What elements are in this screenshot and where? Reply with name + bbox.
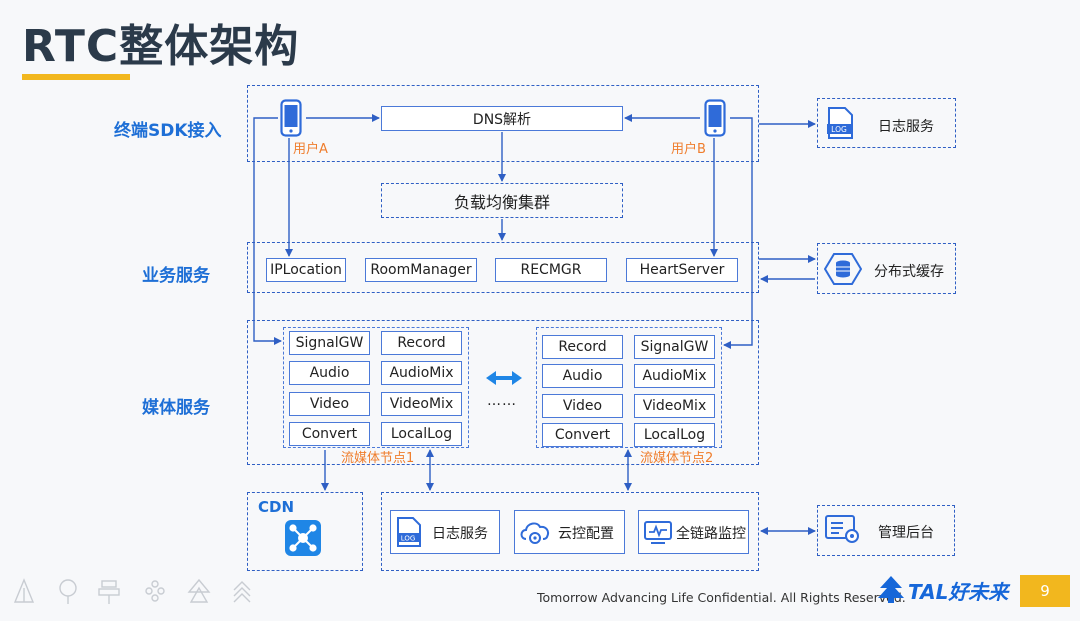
row-label-terminal: 终端SDK接入 — [114, 121, 222, 141]
node2-cell: Video — [542, 394, 623, 418]
cdn-frame — [247, 492, 363, 571]
node1-cell: VideoMix — [381, 392, 462, 416]
log-file-icon: LOG — [827, 107, 853, 139]
service-heartserver: HeartServer — [626, 258, 738, 282]
page-title: RTC整体架构 — [22, 21, 300, 72]
media-node-1-label: 流媒体节点1 — [341, 451, 415, 466]
side-admin-label: 管理后台 — [878, 525, 934, 541]
tal-logo-icon — [878, 576, 904, 603]
ops-monitor-label: 全链路监控 — [676, 526, 746, 542]
node2-cell: VideoMix — [634, 394, 715, 418]
user-a-label: 用户A — [293, 142, 328, 157]
footer-text: Tomorrow Advancing Life Confidential. Al… — [537, 590, 906, 605]
side-cache-label: 分布式缓存 — [874, 264, 944, 280]
admin-console-icon — [825, 515, 859, 543]
media-node-2 — [536, 327, 722, 448]
media-node-1 — [283, 327, 469, 448]
ops-frame — [381, 492, 759, 571]
business-frame — [247, 242, 759, 293]
brand-logo-text: TAL好未来 — [908, 580, 1009, 604]
decorative-footer-icons — [13, 578, 251, 604]
node2-cell: Audio — [542, 364, 623, 388]
database-icon — [824, 253, 862, 285]
node2-cell: LocalLog — [634, 423, 715, 447]
dns-box: DNS解析 — [381, 106, 623, 131]
node2-cell: Record — [542, 335, 623, 359]
load-balancer-box: 负载均衡集群 — [381, 183, 623, 218]
ops-cloud-box — [514, 510, 625, 554]
ops-log-label: 日志服务 — [432, 526, 488, 542]
node2-cell: SignalGW — [634, 335, 715, 359]
node1-cell: SignalGW — [289, 331, 370, 355]
node1-cell: Record — [381, 331, 462, 355]
row-label-media: 媒体服务 — [142, 398, 210, 418]
double-arrow-icon — [486, 371, 522, 385]
cdn-network-icon — [285, 520, 321, 556]
title-underline — [22, 74, 130, 80]
row-label-business: 业务服务 — [142, 266, 210, 286]
node1-cell: Audio — [289, 361, 370, 385]
media-frame — [247, 320, 759, 465]
node2-cell: Convert — [542, 423, 623, 447]
node2-cell: AudioMix — [634, 364, 715, 388]
svg-text:LOG: LOG — [831, 125, 847, 134]
terminal-frame — [247, 85, 759, 162]
service-iplocation: IPLocation — [266, 258, 346, 282]
media-node-2-label: 流媒体节点2 — [640, 451, 714, 466]
ops-cloud-label: 云控配置 — [558, 526, 614, 542]
service-recmgr: RECMGR — [495, 258, 607, 282]
nodes-ellipsis: …… — [487, 393, 517, 409]
node1-cell: Video — [289, 392, 370, 416]
cloud-gear-icon — [520, 522, 550, 544]
phone-icon-user-b — [704, 99, 726, 137]
phone-icon-user-a — [280, 99, 302, 137]
log-file-icon: LOG — [397, 517, 421, 547]
service-roommanager: RoomManager — [365, 258, 477, 282]
side-admin-frame — [817, 505, 955, 556]
svg-text:LOG: LOG — [401, 535, 416, 543]
cdn-label: CDN — [258, 498, 295, 516]
side-cache-frame — [817, 243, 956, 294]
monitor-icon — [644, 521, 672, 544]
node1-cell: LocalLog — [381, 422, 462, 446]
node1-cell: AudioMix — [381, 361, 462, 385]
side-log-frame — [817, 98, 956, 148]
ops-monitor-box — [638, 510, 749, 554]
page-number: 9 — [1020, 575, 1070, 607]
node1-cell: Convert — [289, 422, 370, 446]
user-b-label: 用户B — [671, 142, 706, 157]
side-log-label: 日志服务 — [878, 119, 934, 135]
